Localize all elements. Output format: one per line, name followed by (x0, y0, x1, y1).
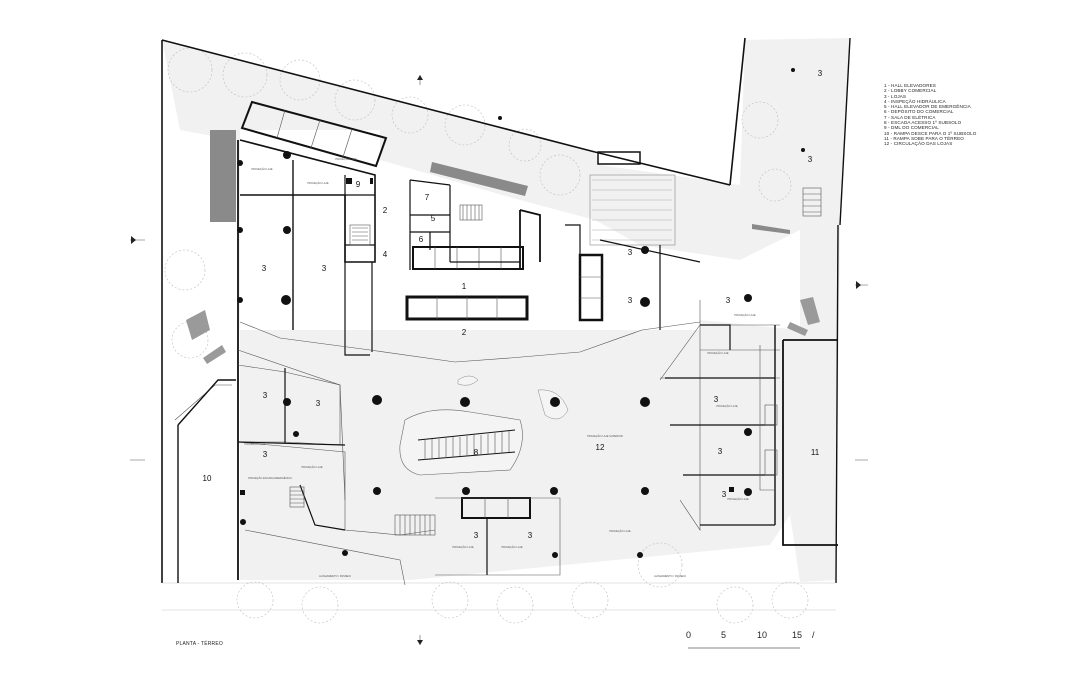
room-label: 2 (462, 328, 467, 337)
room-legend: 1 - HALL ELEVADORES 2 - LOBBY COMERCIAL … (884, 83, 976, 147)
svg-text:PROJEÇÃO ESCADA EMERGÊNCIA: PROJEÇÃO ESCADA EMERGÊNCIA (248, 475, 292, 480)
scale-tick: 0 (686, 630, 692, 640)
legend-item: 1 - HALL ELEVADORES (884, 83, 936, 88)
svg-text:PROJEÇÃO LAJE: PROJEÇÃO LAJE (716, 403, 737, 408)
room-label: 3 (808, 155, 813, 164)
elevator-banks (240, 100, 641, 519)
room-label: 12 (596, 443, 605, 452)
room-label: 4 (383, 250, 388, 259)
legend-item: 6 - DEPÓSITO DO COMERCIAL (884, 109, 954, 115)
room-label: 3 (262, 264, 267, 273)
room-label: 1 (462, 282, 467, 291)
room-label: 3 (263, 450, 268, 459)
svg-text:PROJEÇÃO LAJE: PROJEÇÃO LAJE (501, 544, 522, 549)
legend-item: 12 - CIRCULAÇÃO DAS LOJAS (884, 141, 953, 147)
room-label: 3 (316, 399, 321, 408)
svg-text:PROJEÇÃO LAJE: PROJEÇÃO LAJE (707, 350, 728, 355)
drawing-title: PLANTA - TÉRREO (176, 641, 223, 647)
property-boundary (161, 37, 851, 611)
room-label: 10 (203, 474, 212, 483)
room-label: 5 (431, 214, 436, 223)
svg-text:PROJEÇÃO LAJE: PROJEÇÃO LAJE (452, 544, 473, 549)
svg-text:PROJEÇÃO LAJE: PROJEÇÃO LAJE (301, 464, 322, 469)
scale-tick: 10 (757, 630, 768, 640)
interior-walls (174, 139, 838, 586)
section-markers (130, 75, 868, 645)
north-mark: / (812, 630, 815, 640)
annotation-text: PROJEÇÃO LAJE PROJEÇÃO LAJE PROJEÇÃO LAJE… (244, 156, 755, 578)
svg-text:PROJEÇÃO LAJE: PROJEÇÃO LAJE (609, 528, 630, 533)
room-numbers: 1 2 2 3 3 3 3 3 3 3 3 3 3 3 3 3 3 4 5 6 … (203, 69, 823, 540)
scale-bar: 0 5 10 15 / (684, 630, 824, 650)
legend-item: 11 - RAMPA SOBE PARA O TÉRREO (884, 135, 964, 141)
room-label: 3 (722, 490, 727, 499)
room-label: 3 (726, 296, 731, 305)
room-label: 8 (474, 448, 479, 457)
room-label: 6 (419, 235, 424, 244)
svg-text:ALINHAMENTO / PASSEIO: ALINHAMENTO / PASSEIO (319, 574, 351, 578)
svg-text:PROJEÇÃO LAJE: PROJEÇÃO LAJE (251, 166, 272, 171)
room-label: 3 (322, 264, 327, 273)
room-label: 7 (425, 193, 430, 202)
service-stairs (289, 187, 822, 536)
room-label: 3 (628, 296, 633, 305)
svg-text:PROJEÇÃO LAJE SUPERIOR: PROJEÇÃO LAJE SUPERIOR (587, 433, 623, 438)
scale-tick: 15 (792, 630, 803, 640)
legend-item: 5 - HALL ELEVADOR DE EMERGÊNCIA (884, 104, 971, 110)
room-label: 11 (811, 448, 820, 457)
legend-item: 8 - ESCADA ACESSO 1º SUBSOLO (884, 120, 962, 126)
room-label: 3 (263, 391, 268, 400)
svg-text:ALINHAMENTO / PASSEIO: ALINHAMENTO / PASSEIO (654, 574, 686, 578)
svg-text:PROJEÇÃO LAJE: PROJEÇÃO LAJE (734, 312, 755, 317)
room-label: 2 (383, 206, 388, 215)
legend-item: 2 - LOBBY COMERCIAL (884, 88, 937, 94)
room-label: 3 (528, 531, 533, 540)
svg-text:PROJEÇÃO LAJE: PROJEÇÃO LAJE (307, 180, 328, 185)
room-label: 3 (474, 531, 479, 540)
room-label: 3 (718, 447, 723, 456)
room-label: 3 (628, 248, 633, 257)
svg-text:PROJEÇÃO LAJE: PROJEÇÃO LAJE (335, 156, 356, 161)
legend-item: 9 - DML DO COMERCIAL (884, 125, 939, 131)
room-label: 3 (714, 395, 719, 404)
svg-text:PROJEÇÃO LAJE: PROJEÇÃO LAJE (244, 441, 265, 446)
scale-tick: 5 (721, 630, 727, 640)
svg-text:PROJEÇÃO LAJE: PROJEÇÃO LAJE (727, 496, 748, 501)
legend-item: 10 - RAMPA DESCE PARA O 1º SUBSOLO (884, 130, 977, 136)
legend-item: 3 - LOJAS (884, 93, 907, 99)
room-label: 3 (818, 69, 823, 78)
legend-item: 7 - SALA DE ELÉTRICA (884, 114, 936, 120)
trees (164, 47, 809, 624)
room-label: 9 (356, 180, 361, 189)
legend-item: 4 - INSPEÇÃO HIDRÁULICA (884, 98, 946, 104)
structural-columns (237, 68, 805, 558)
hatched-areas (186, 130, 820, 364)
